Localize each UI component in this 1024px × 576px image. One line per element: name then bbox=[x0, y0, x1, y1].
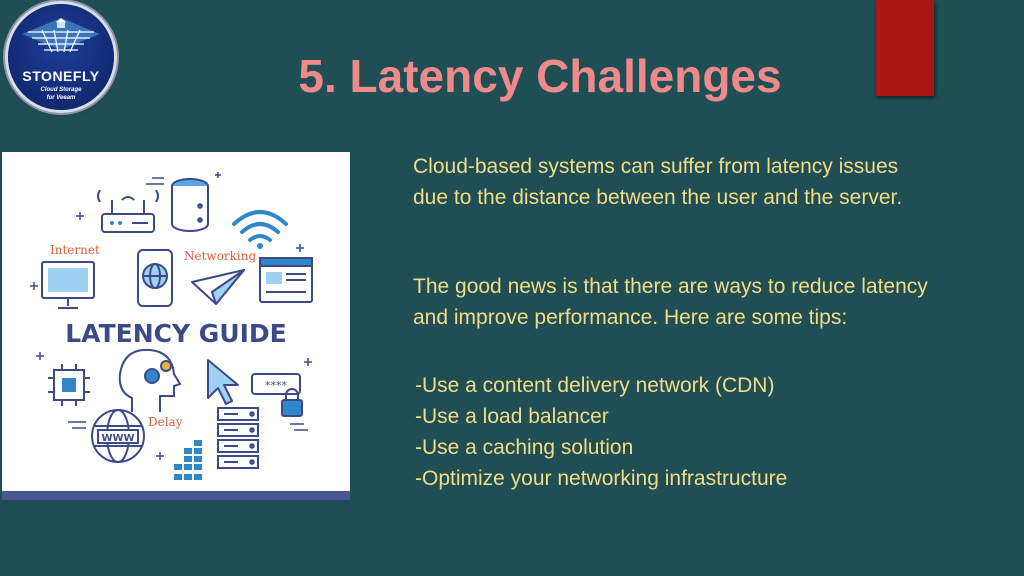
head-gears-icon bbox=[118, 348, 182, 412]
wifi-icon bbox=[232, 210, 288, 249]
tip-item: -Use a load balancer bbox=[415, 405, 609, 428]
paragraph-good-news: The good news is that there are ways to … bbox=[413, 275, 928, 329]
illustration-bottom-bar bbox=[2, 491, 350, 500]
tip-item: -Use a content delivery network (CDN) bbox=[415, 374, 775, 397]
password-lock-icon: **** bbox=[251, 373, 303, 417]
server-rack-icon bbox=[217, 407, 259, 469]
delay-label: Delay bbox=[148, 415, 183, 429]
illustration-artwork: Internet Networking LATENCY GUIDE bbox=[30, 172, 313, 480]
cpu-chip-icon bbox=[48, 364, 90, 406]
stonefly-logo: STONEFLY Cloud Storage for Veeam bbox=[8, 4, 114, 110]
tip-item: -Use a caching solution bbox=[415, 436, 634, 459]
logo-grid-icon bbox=[22, 18, 100, 53]
phone-globe-icon bbox=[137, 249, 173, 307]
paper-plane-icon bbox=[191, 269, 245, 305]
cursor-icon bbox=[207, 359, 239, 405]
database-icon bbox=[171, 178, 209, 232]
latency-guide-illustration: Internet Networking LATENCY GUIDE bbox=[2, 152, 350, 500]
logo-subtitle-line1: Cloud Storage bbox=[40, 87, 82, 93]
latency-guide-heading: LATENCY GUIDE bbox=[65, 319, 287, 348]
www-text: WWW bbox=[101, 433, 134, 444]
internet-label: Internet bbox=[50, 243, 100, 257]
logo-subtitle-line2: for Veeam bbox=[46, 95, 76, 101]
paragraph-latency-issues: Cloud-based systems can suffer from late… bbox=[413, 155, 903, 209]
monitor-icon bbox=[41, 261, 95, 309]
password-mask-text: **** bbox=[265, 379, 288, 392]
logo-brand-text: STONEFLY bbox=[22, 68, 100, 84]
networking-label: Networking bbox=[184, 249, 256, 263]
bar-chart-icon bbox=[174, 440, 202, 480]
decorative-sparkles bbox=[30, 172, 312, 460]
browser-window-icon bbox=[259, 257, 313, 303]
tip-item: -Optimize your networking infrastructure bbox=[415, 467, 788, 490]
red-accent-tab bbox=[876, 0, 934, 96]
tips-list: -Use a content delivery network (CDN) -U… bbox=[415, 370, 975, 494]
router-icon bbox=[97, 189, 159, 233]
slide-title: 5. Latency Challenges bbox=[298, 50, 782, 102]
www-globe-icon: WWW bbox=[91, 409, 145, 463]
